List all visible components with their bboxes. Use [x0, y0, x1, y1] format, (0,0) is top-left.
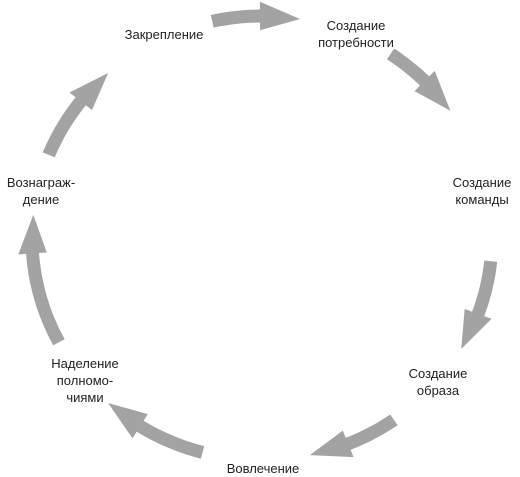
- stage-sozdanie-obraza: Создание образа: [408, 366, 468, 398]
- stage-zakreplenie: Закрепление: [124, 27, 204, 42]
- arrow-to-sozdanie-obraza-icon: [461, 260, 498, 349]
- arrow-to-sozdanie-komandy-icon: [387, 48, 451, 111]
- arrow-to-vovlechenie-icon: [309, 414, 398, 458]
- stage-vovlechenie: Вовлечение: [226, 461, 300, 476]
- stage-sozdanie-komandy: Создание команды: [452, 175, 512, 207]
- stage-voznagrazhdenie: Вознаграж- дение: [6, 175, 76, 207]
- stage-nadelenie-polnomochiyami: Наделение полномо- чиями: [51, 356, 119, 405]
- arrow-to-nadelenie-polnomochiyami-icon: [108, 403, 205, 459]
- arrow-to-voznagrazhdenie-icon: [18, 214, 65, 346]
- arrow-to-sozdanie-potrebnosti-icon: [210, 1, 300, 31]
- stage-sozdanie-potrebnosti: Создание потребности: [318, 18, 394, 50]
- arrow-to-zakreplenie-icon: [42, 73, 109, 158]
